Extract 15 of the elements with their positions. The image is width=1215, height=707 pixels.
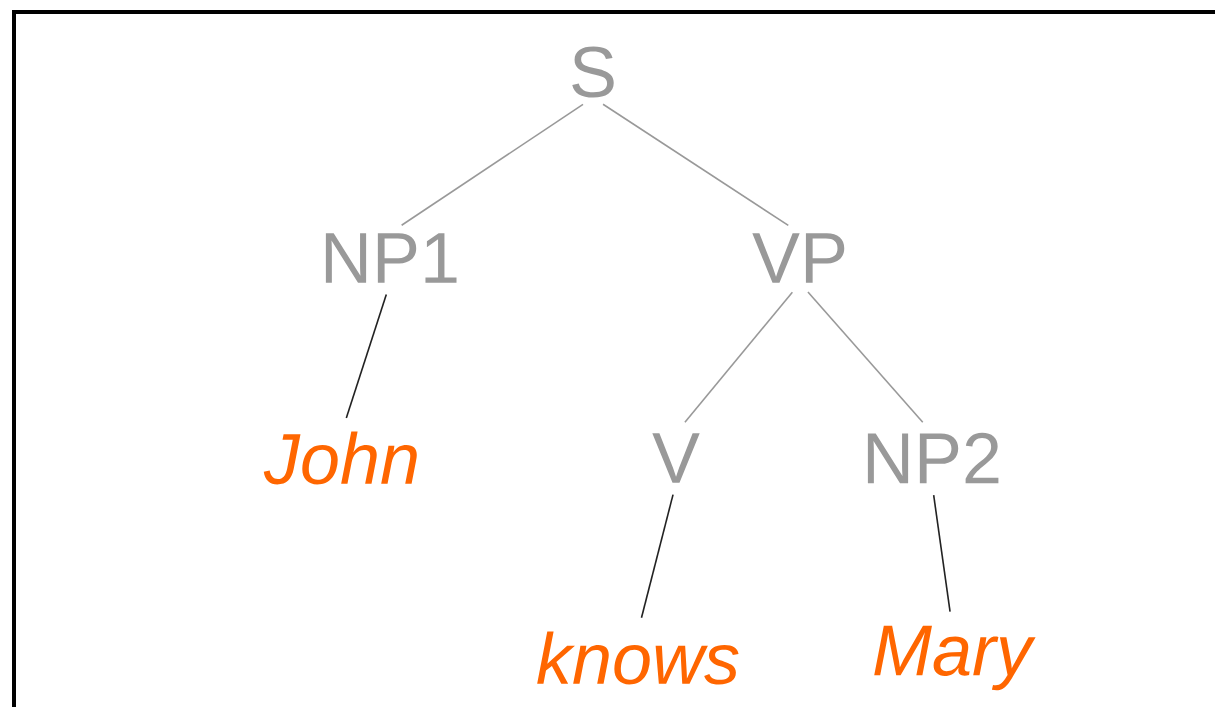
tree-branch: [932, 494, 951, 613]
tree-branch: [684, 291, 794, 424]
tree-branch: [807, 291, 924, 423]
word-label: John: [263, 431, 417, 485]
word-label: Mary: [874, 625, 1036, 691]
word-label: knows: [537, 631, 739, 685]
category-label: NP1: [325, 233, 457, 283]
tree-branch: [400, 103, 584, 227]
category-label: NP2: [867, 432, 999, 484]
category-label: V: [652, 433, 700, 483]
tree-branch: [602, 103, 790, 227]
category-label: S: [572, 46, 614, 98]
tree-branch: [345, 293, 388, 419]
category-label: VP: [752, 233, 845, 283]
tree-branch: [640, 493, 674, 619]
